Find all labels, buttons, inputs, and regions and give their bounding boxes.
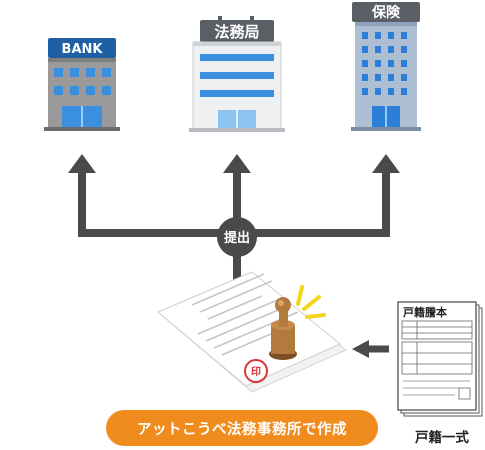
register-title: 戸籍謄本 [403, 305, 447, 319]
legal-affairs-bureau-building: 法務局 [189, 16, 285, 132]
arrowhead-bank [68, 154, 96, 173]
submit-hub [217, 217, 257, 257]
office-label-pill: アットこうべ法務事務所で作成 [106, 410, 378, 446]
arrowhead-insurance [372, 154, 400, 173]
register-caption: 戸籍一式 [415, 430, 469, 446]
family-register-stack: 戸籍謄本 [397, 301, 483, 417]
bank-sign-text: BANK [62, 42, 104, 57]
stamped-document: 印 [157, 271, 347, 393]
stamp-burst-lines [296, 285, 326, 319]
hanko-stamp [269, 297, 297, 360]
incoming-arrowhead [352, 340, 369, 358]
legal-affairs-sign-text: 法務局 [214, 23, 259, 41]
submit-hub-label: 提出 [224, 230, 250, 246]
seal-text: 印 [251, 366, 261, 378]
red-seal-mark [244, 359, 268, 383]
bank-building: BANK [44, 38, 120, 131]
arrowhead-legal-affairs [223, 154, 251, 173]
insurance-sign-text: 保険 [371, 4, 401, 21]
insurance-building: 保険 [351, 2, 421, 131]
